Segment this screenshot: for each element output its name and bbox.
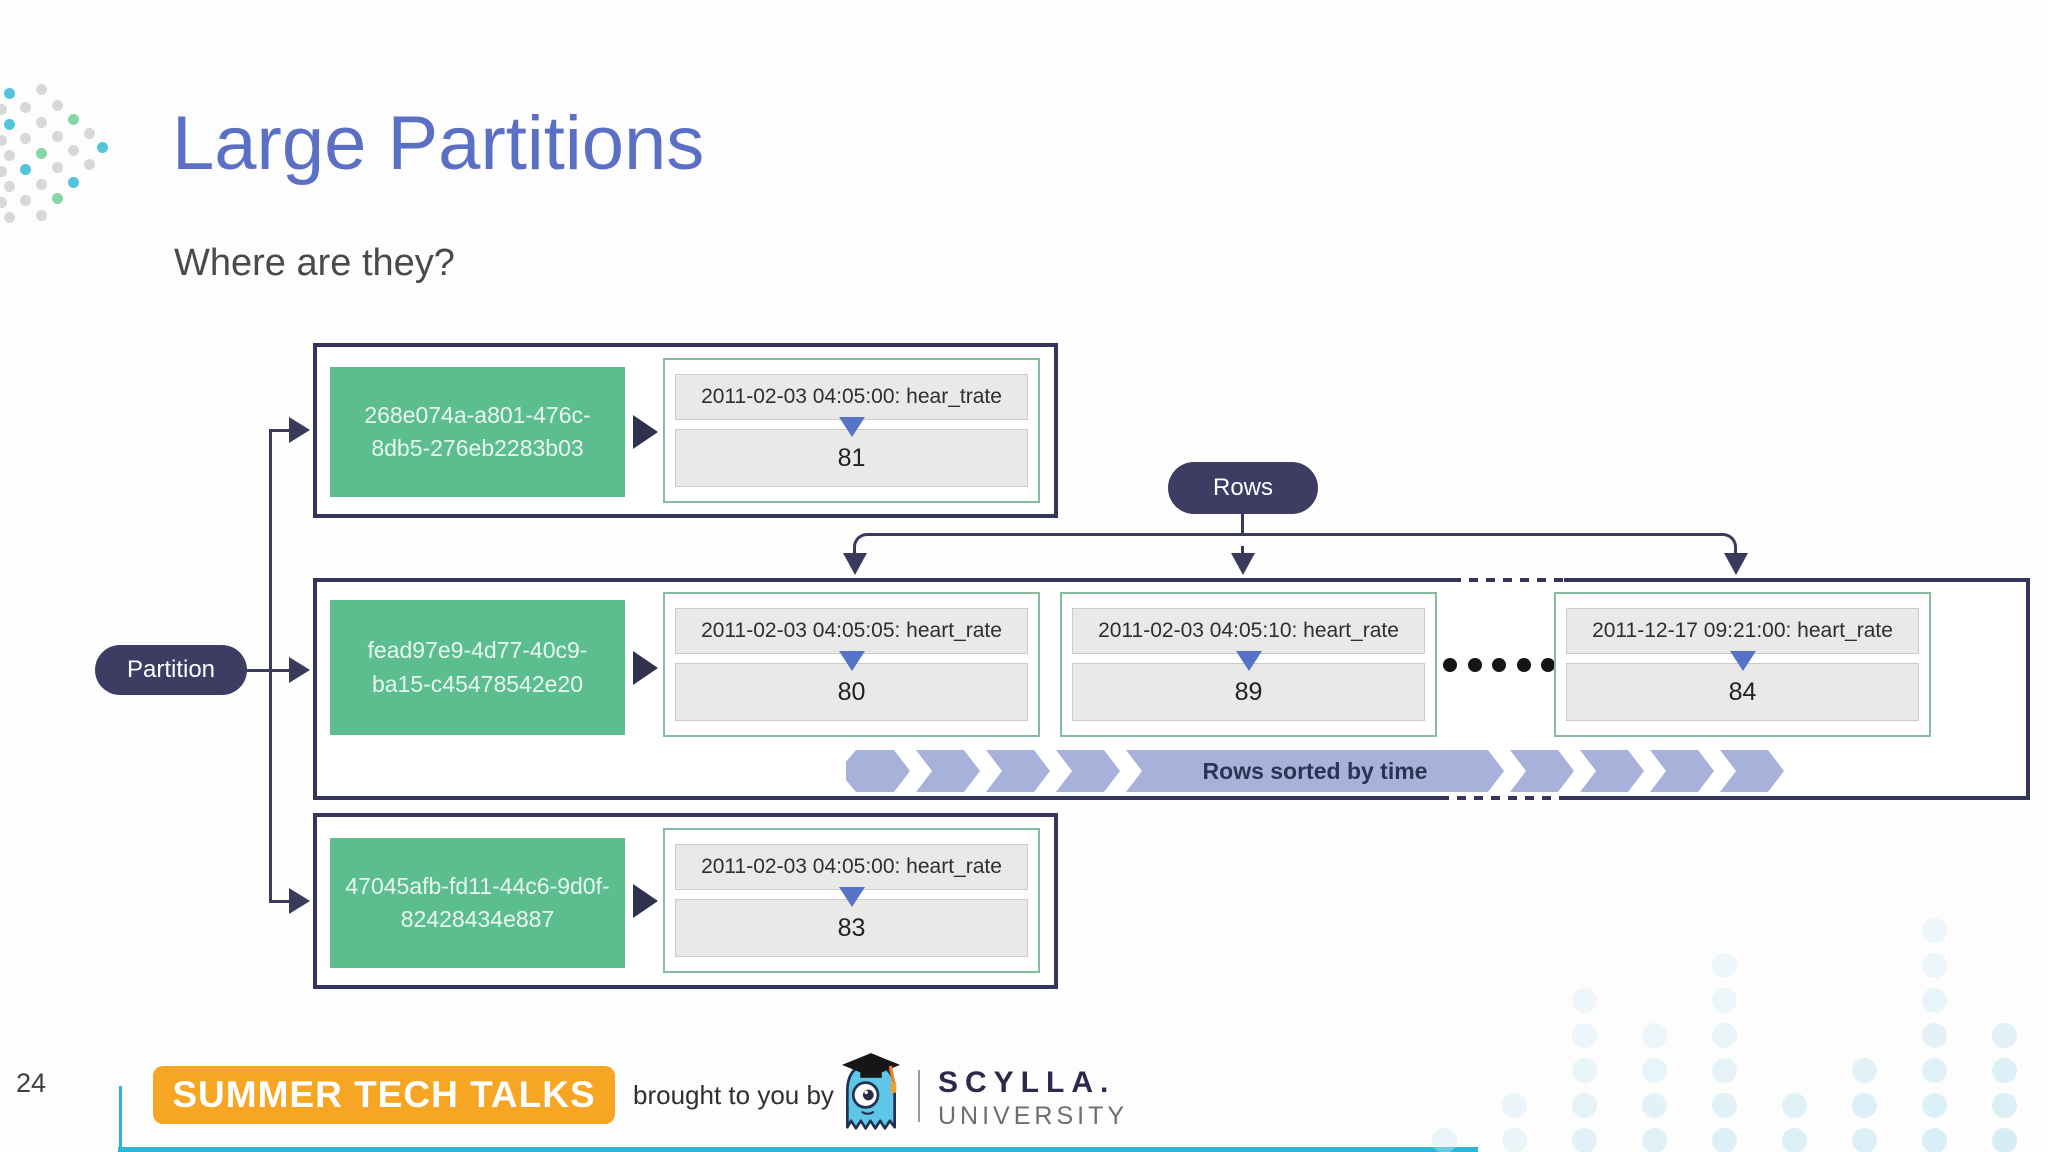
key-row-arrow-1-icon xyxy=(633,415,658,449)
row-cell-p1-r1: 2011-02-03 04:05:00: hear_trate 81 xyxy=(663,358,1040,503)
ellipsis-dots xyxy=(1443,657,1555,673)
row-cell-p3-r1: 2011-02-03 04:05:00: heart_rate 83 xyxy=(663,828,1040,973)
key-row-arrow-3-icon xyxy=(633,884,658,918)
university-text: UNIVERSITY xyxy=(938,1102,1129,1130)
row-value: 84 xyxy=(1566,663,1919,721)
row-value: 89 xyxy=(1072,663,1425,721)
row-header: 2011-02-03 04:05:05: heart_rate xyxy=(675,608,1028,654)
scylla-brand-text: SCYLLA. xyxy=(938,1066,1116,1099)
rows-sorted-label-chevron: Rows sorted by time xyxy=(1126,750,1504,792)
arrowhead-middle-icon xyxy=(289,657,310,683)
rows-label-pill: Rows xyxy=(1168,462,1318,514)
logo-divider xyxy=(918,1070,920,1122)
row-value: 83 xyxy=(675,899,1028,957)
row-header: 2011-02-03 04:05:00: heart_rate xyxy=(675,844,1028,890)
rows-bracket-left-stub xyxy=(853,546,856,554)
partition-key-1: 268e074a-a801-476c-8db5-276eb2283b03 xyxy=(330,367,625,497)
partition-key-3-text: 47045afb-fd11-44c6-9d0f-82428434e887 xyxy=(345,872,610,932)
arrowhead-top-icon xyxy=(289,417,310,443)
row-value: 80 xyxy=(675,663,1028,721)
rows-bracket-right-stub xyxy=(1734,546,1737,554)
partition-label: Partition xyxy=(126,656,216,683)
row-header: 2011-02-03 04:05:00: hear_trate xyxy=(675,374,1028,420)
partition-connector-bottom-stub xyxy=(269,900,291,903)
chevron xyxy=(1510,750,1574,792)
rows-sorted-label: Rows sorted by time xyxy=(1202,757,1428,784)
rows-arrow-right-icon xyxy=(1724,553,1748,575)
rows-arrow-left-icon xyxy=(843,553,867,575)
value-pointer-icon xyxy=(838,887,865,907)
partition-key-2: fead97e9-4d77-40c9-ba15-c45478542e20 xyxy=(330,600,625,735)
row-cell-p2-r1: 2011-02-03 04:05:05: heart_rate 80 xyxy=(663,592,1040,737)
value-pointer-icon xyxy=(1235,651,1262,671)
partition-connector-vline xyxy=(269,429,272,903)
rows-bracket xyxy=(853,533,1737,549)
row-header: 2011-12-17 09:21:00: heart_rate xyxy=(1566,608,1919,654)
row-header: 2011-02-03 04:05:10: heart_rate xyxy=(1072,608,1425,654)
partition-connector-top-stub xyxy=(269,429,291,432)
value-pointer-icon xyxy=(1729,651,1756,671)
chevron xyxy=(1056,750,1120,792)
partition-label-pill: Partition xyxy=(95,645,247,695)
key-row-arrow-2-icon xyxy=(633,651,658,685)
partition-key-1-text: 268e074a-a801-476c-8db5-276eb2283b03 xyxy=(364,401,591,461)
value-pointer-icon xyxy=(838,417,865,437)
rows-bracket-mid-stub xyxy=(1241,546,1244,554)
chevron xyxy=(986,750,1050,792)
banner-label: SUMMER TECH TALKS xyxy=(172,1074,596,1115)
scylla-mascot-logo-icon xyxy=(836,1052,906,1143)
rows-pill-stub xyxy=(1241,514,1244,536)
chevron xyxy=(916,750,980,792)
partition-key-3: 47045afb-fd11-44c6-9d0f-82428434e887 xyxy=(330,838,625,968)
value-pointer-icon xyxy=(838,651,865,671)
rows-label: Rows xyxy=(1212,474,1273,501)
bottom-accent-bar xyxy=(118,1147,1478,1152)
chevron-start xyxy=(846,750,910,792)
row-cell-p2-r3: 2011-12-17 09:21:00: heart_rate 84 xyxy=(1554,592,1931,737)
dashed-border-top xyxy=(1452,578,1564,582)
partition-key-2-text: fead97e9-4d77-40c9-ba15-c45478542e20 xyxy=(367,637,588,697)
row-cell-p2-r2: 2011-02-03 04:05:10: heart_rate 89 xyxy=(1060,592,1437,737)
page-title: Large Partitions xyxy=(172,101,705,186)
summer-tech-talks-banner: SUMMER TECH TALKS xyxy=(153,1066,615,1124)
rows-arrow-mid-icon xyxy=(1231,553,1255,575)
rows-sorted-band: Rows sorted by time xyxy=(846,750,1784,792)
partition-connector-mid-stub xyxy=(247,669,291,672)
footer-accent-bar xyxy=(119,1086,122,1150)
page-subtitle: Where are they? xyxy=(174,242,455,284)
dashed-border-bottom xyxy=(1440,796,1560,800)
page-number: 24 xyxy=(16,1068,47,1098)
chevron xyxy=(1720,750,1784,792)
chevron xyxy=(1580,750,1644,792)
chevron xyxy=(1650,750,1714,792)
arrowhead-bottom-icon xyxy=(289,888,310,914)
row-value: 81 xyxy=(675,429,1028,487)
brought-to-you-by-text: brought to you by xyxy=(633,1080,834,1110)
